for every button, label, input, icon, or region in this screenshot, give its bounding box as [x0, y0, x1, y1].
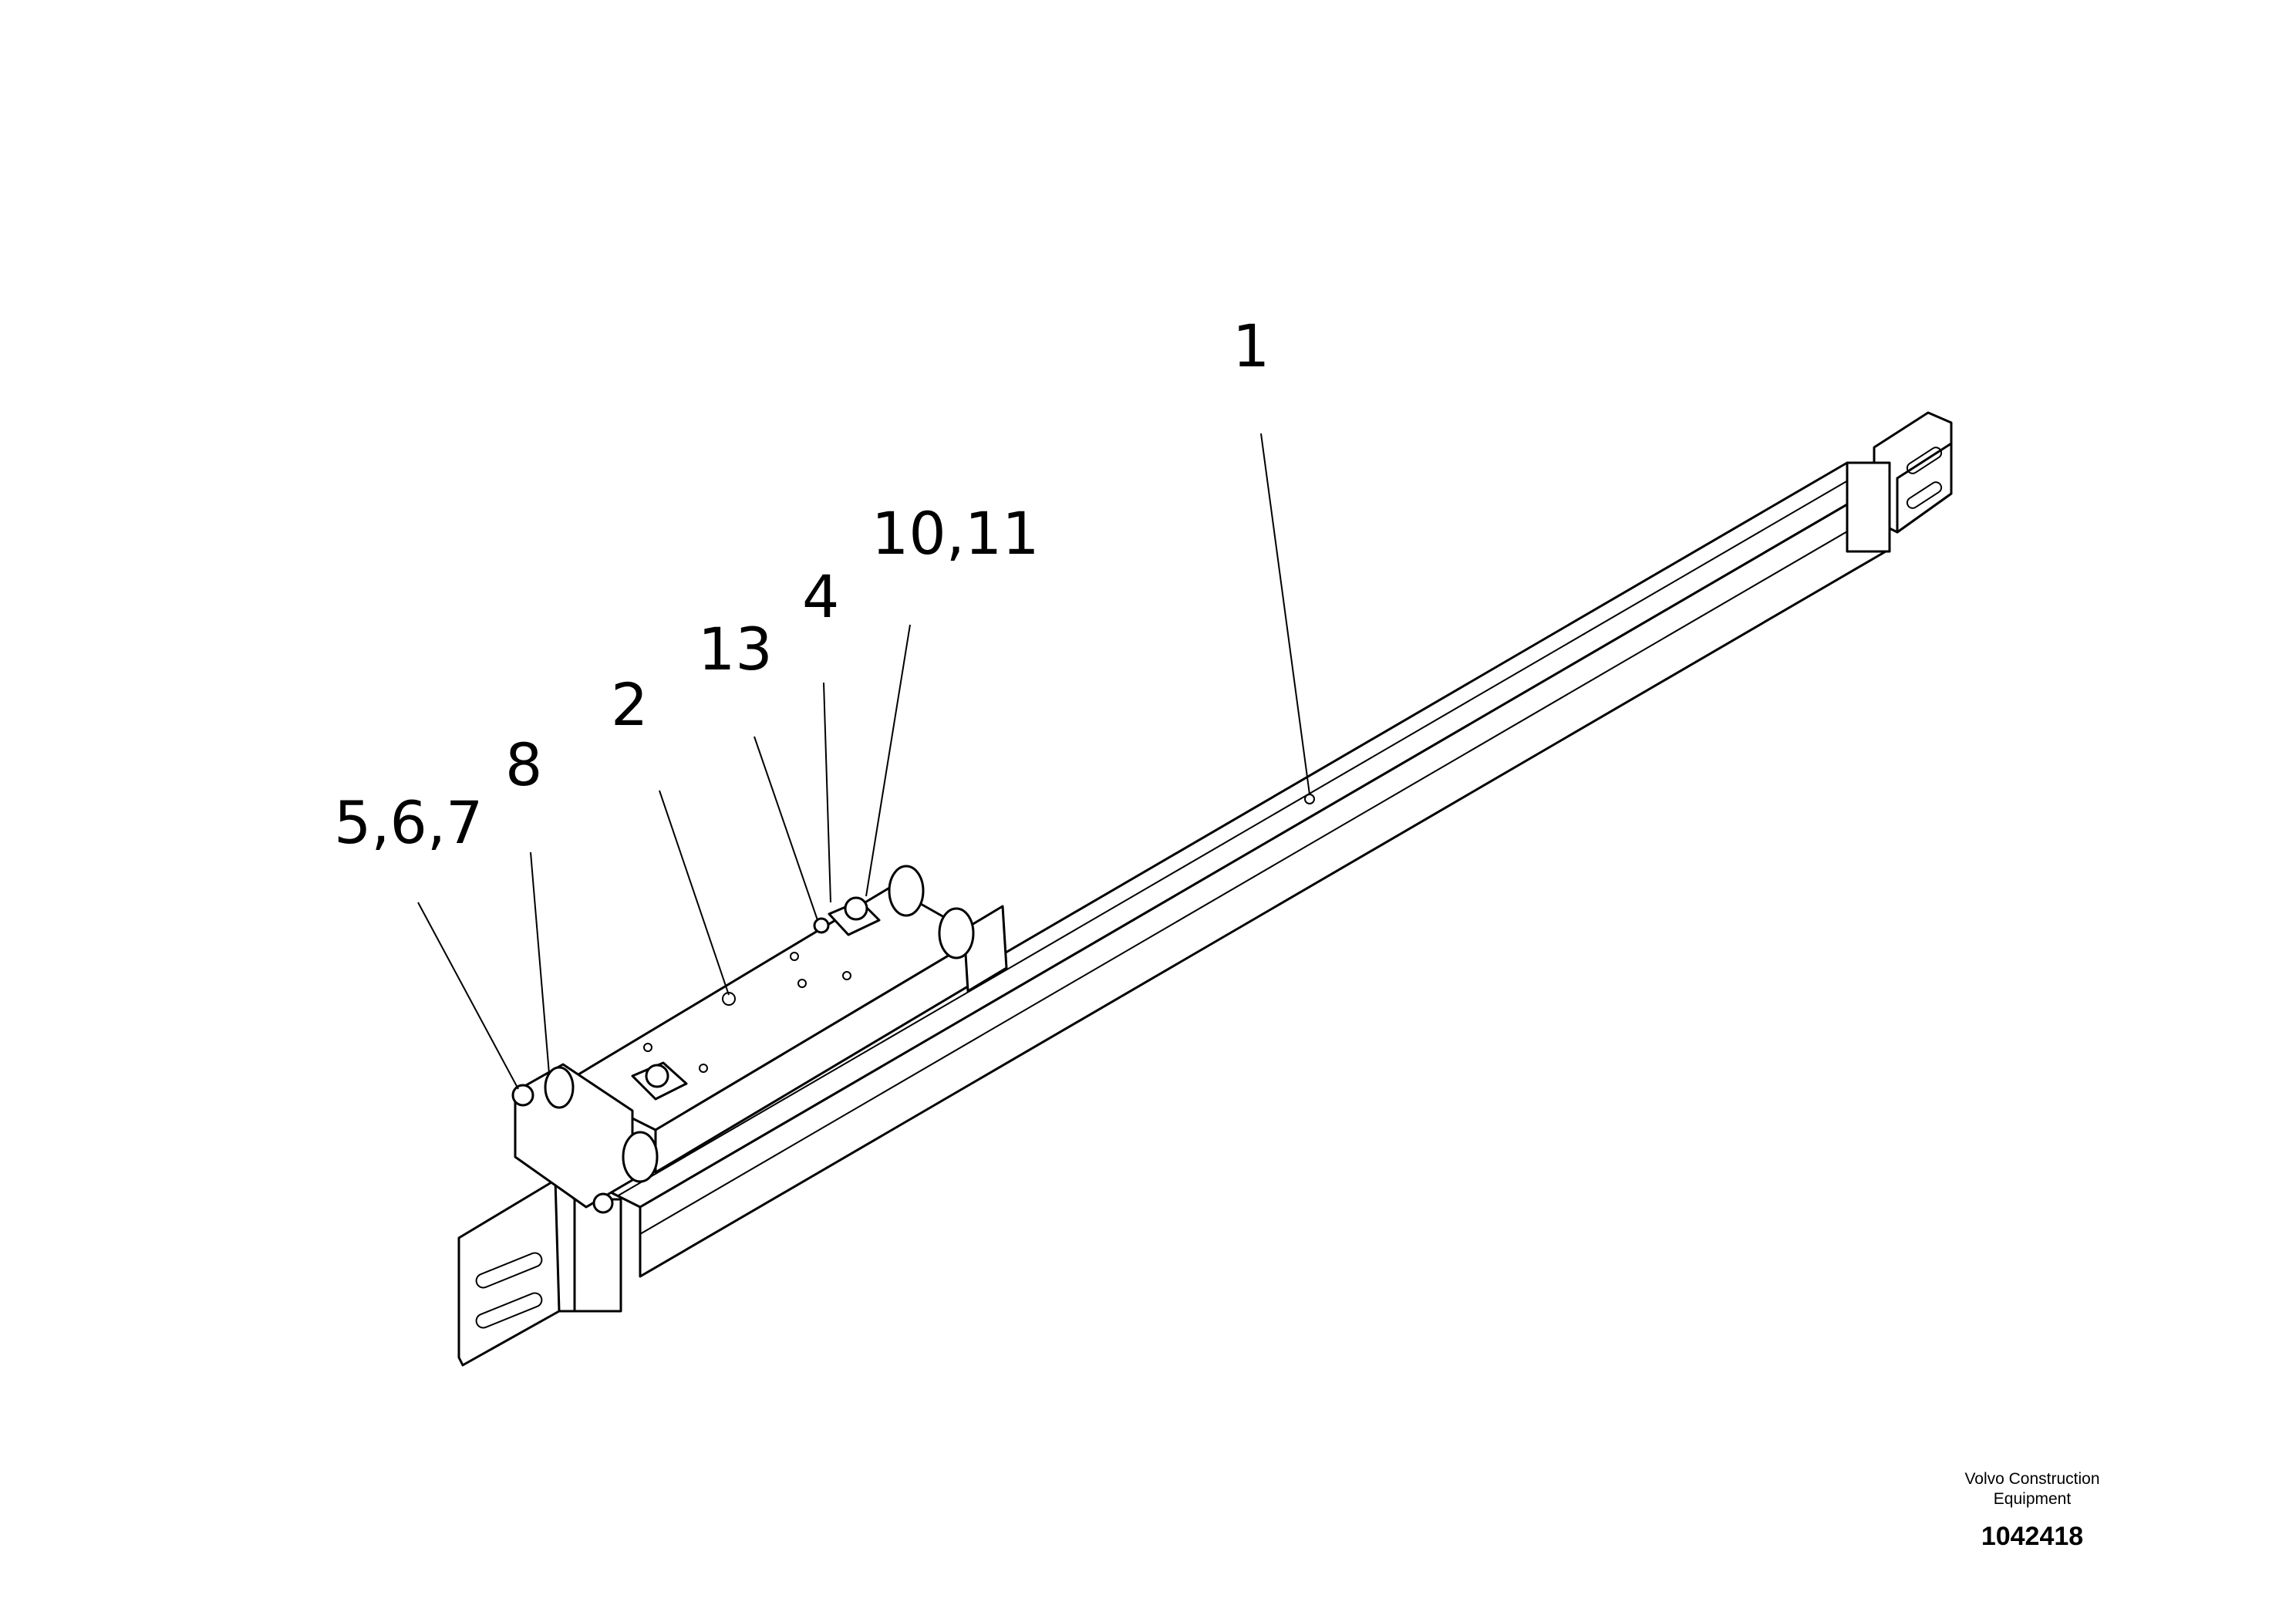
leader-13 — [754, 736, 818, 921]
callout-10-11: 10,11 — [872, 499, 1040, 568]
callout-13: 13 — [698, 615, 773, 683]
leader-1011 — [865, 624, 911, 897]
brand-block: Volvo Construction Equipment 1042418 — [1905, 1469, 2159, 1552]
callout-4: 4 — [802, 562, 839, 631]
leader-2 — [659, 790, 730, 996]
leader-lines — [417, 433, 1315, 1090]
left-end-bracket — [457, 1179, 622, 1367]
right-end-bracket — [1846, 411, 1953, 553]
carriage — [511, 865, 1008, 1214]
leader-4 — [823, 682, 831, 903]
main-beam — [600, 461, 1887, 1278]
leader-1 — [1260, 433, 1310, 795]
drawing-number: 1042418 — [1981, 1522, 2084, 1551]
callout-8: 8 — [505, 730, 542, 799]
leader-8 — [530, 851, 550, 1074]
brand-line2: Equipment — [1993, 1490, 2072, 1508]
callout-1: 1 — [1232, 312, 1269, 380]
brand-line1: Volvo Construction — [1964, 1470, 2100, 1488]
callout-2: 2 — [611, 670, 648, 739]
callout-5-6-7: 5,6,7 — [334, 788, 483, 857]
leader-567 — [417, 902, 519, 1090]
